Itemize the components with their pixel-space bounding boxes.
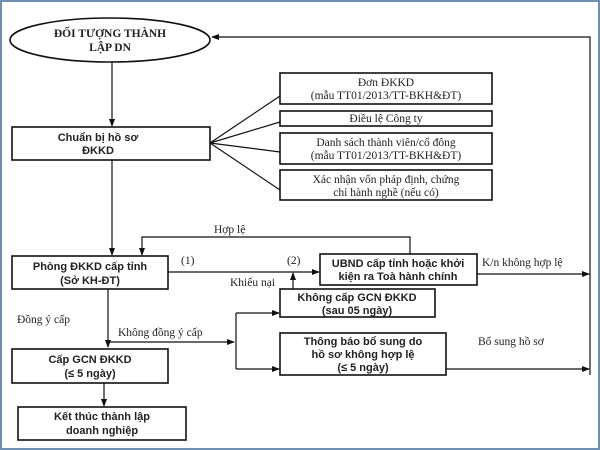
label-two: (2) [287, 255, 301, 267]
node-text: (mẫu TT01/2013/TT-BKH&ĐT) [311, 89, 462, 102]
edge-doc4 [209, 142, 281, 191]
node-text: hồ sơ không hợp lệ [311, 349, 414, 361]
node-text: chỉ hành nghề (nếu có) [333, 186, 439, 199]
node-refuse: Không cấp GCN ĐKKD(sau 05 ngày) [279, 288, 436, 318]
node-doc3: Danh sách thành viên/cổ đông(mẫu TT01/20… [279, 132, 493, 165]
node-text: (sau 05 ngày) [322, 305, 393, 317]
node-text: UBND cấp tỉnh hoặc khởi [332, 258, 465, 270]
svg-text:Danh sách thành viên/cổ đông(m: Danh sách thành viên/cổ đông(mẫu TT01/20… [311, 136, 462, 162]
label-supplement: Bổ sung hồ sơ [478, 335, 545, 348]
node-end: Kết thúc thành lập doanh nghiệp [17, 406, 187, 441]
edge-doc2 [209, 121, 281, 144]
edges [101, 34, 591, 407]
svg-text:Điều lệ Công ty: Điều lệ Công ty [349, 112, 422, 125]
node-doc1: Đơn ĐKKD(mẫu TT01/2013/TT-BKH&ĐT) [279, 72, 493, 105]
label-agree: Đồng ý cấp [17, 313, 70, 326]
edge-return-start [211, 34, 591, 375]
label-valid: Hợp lệ [214, 224, 245, 236]
node-text: (≤ 5 ngày) [337, 362, 389, 374]
node-issue: Cấp GCN ĐKKD (≤ 5 ngày) [11, 348, 169, 384]
node-text: Không cấp GCN ĐKKD [297, 292, 416, 304]
node-text: kiện ra Toà hành chính [339, 271, 458, 283]
node-text: Phòng ĐKKD cấp tỉnh [33, 261, 148, 273]
svg-text:Phòng ĐKKD cấp tỉnh(Sở KH-ĐT): Phòng ĐKKD cấp tỉnh (Sở KH-ĐT) [33, 261, 148, 287]
node-text: (Sở KH-ĐT) [60, 275, 120, 287]
label-invalid-complaint: K/n không hợp lệ [482, 257, 563, 269]
node-text: ĐỐI TƯỢNG THÀNH [54, 25, 166, 40]
svg-text:Cấp GCN ĐKKD(≤ 5 ngày): Cấp GCN ĐKKD (≤ 5 ngày) [48, 354, 131, 380]
node-text: (≤ 5 ngày) [64, 368, 116, 380]
label-complaint: Khiếu nại [230, 276, 275, 289]
svg-text:Không cấp GCN ĐKKD(sau 05 ngày: Không cấp GCN ĐKKD(sau 05 ngày) [297, 292, 416, 317]
node-text: Thông báo bổ sung do [304, 336, 423, 348]
node-text: Điều lệ Công ty [349, 112, 422, 125]
node-text: Danh sách thành viên/cổ đông [316, 136, 455, 149]
edge-doc1 [209, 95, 281, 144]
node-text: Kết thúc thành lập [54, 411, 150, 423]
node-office: Phòng ĐKKD cấp tỉnh (Sở KH-ĐT) [11, 255, 169, 290]
svg-text:Đơn ĐKKD(mẫu TT01/2013/TT-BKH&: Đơn ĐKKD(mẫu TT01/2013/TT-BKH&ĐT) [311, 77, 462, 102]
node-text: (mẫu TT01/2013/TT-BKH&ĐT) [311, 149, 462, 162]
edge-doc3 [209, 142, 281, 153]
node-text: Cấp GCN ĐKKD [48, 354, 131, 366]
node-text: Xác nhận vốn pháp định, chứng [313, 173, 460, 186]
node-text: Đơn ĐKKD [358, 77, 414, 89]
node-text: LẬP DN [89, 40, 132, 54]
label-disagree: Không đồng ý cấp [118, 326, 203, 339]
node-text: ĐKKD [82, 145, 114, 157]
node-doc2: Điều lệ Công ty [279, 110, 493, 127]
label-one: (1) [181, 255, 195, 267]
node-text: Chuẩn bị hồ sơ [58, 132, 139, 144]
node-text: doanh nghiệp [66, 425, 138, 437]
edge-valid [139, 236, 411, 256]
